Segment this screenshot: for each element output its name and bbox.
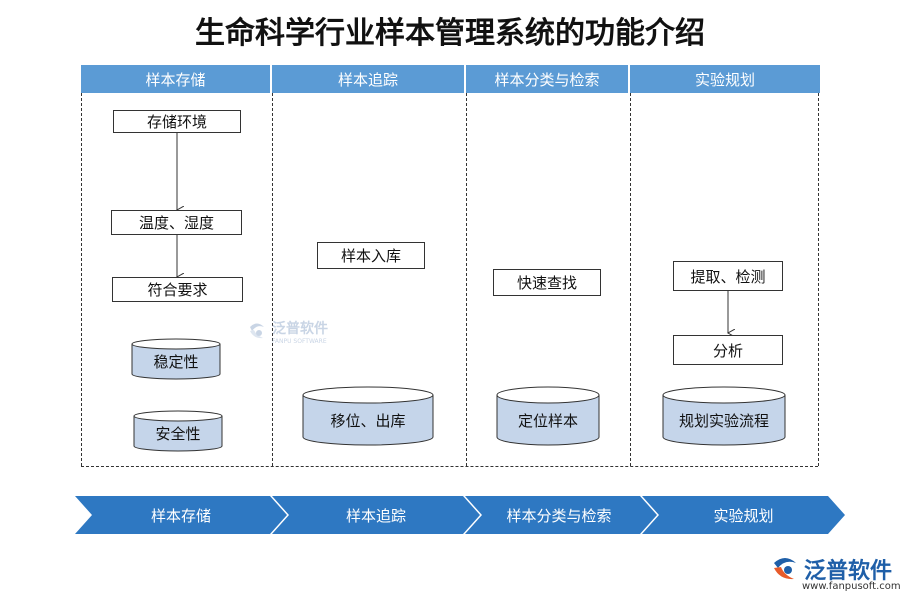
cylinder-stability: 稳定性 (131, 338, 221, 380)
watermark-text: 泛普软件 (272, 321, 328, 337)
cylinder-locate-sample-label: 定位样本 (517, 412, 578, 430)
divider-right (818, 93, 819, 466)
cylinder-move-out-label: 移位、出库 (330, 412, 406, 430)
fanpu-logo-icon (250, 323, 264, 338)
column-header-classify: 样本分类与检索 (466, 65, 630, 93)
brand-name: 泛普软件 (804, 559, 893, 584)
page-title: 生命科学行业样本管理系统的功能介绍 (195, 16, 705, 51)
fanpu-brand-icon (774, 558, 796, 580)
cylinder-safety-label: 安全性 (155, 425, 201, 443)
cylinder-plan-experiment: 规划实验流程 (662, 386, 786, 446)
cylinder-safety: 安全性 (133, 410, 223, 452)
divider-bottom (81, 466, 818, 467)
column-header-tracking: 样本追踪 (272, 65, 466, 93)
band-step-2 (272, 496, 480, 534)
cylinder-plan-experiment-label: 规划实验流程 (678, 412, 769, 430)
watermark-sub: FANPU SOFTWARE (272, 338, 327, 345)
box-sample-in: 样本入库 (317, 242, 425, 269)
divider-left (81, 93, 82, 466)
band-step-3 (465, 496, 657, 534)
box-temp-humidity: 温度、湿度 (111, 210, 242, 235)
cylinder-locate-sample: 定位样本 (496, 386, 600, 446)
divider-1 (272, 93, 273, 466)
box-storage-env: 存储环境 (113, 110, 241, 133)
box-extract-detect: 提取、检测 (673, 261, 783, 291)
box-meet-requirement: 符合要求 (112, 277, 243, 302)
band-label-4: 实验规划 (713, 506, 774, 525)
brand-logo: 泛普软件 www.fanpusoft.com (770, 553, 900, 592)
box-analysis: 分析 (673, 335, 783, 365)
column-header-planning: 实验规划 (630, 65, 820, 93)
column-header-storage: 样本存储 (81, 65, 272, 93)
cylinder-move-out: 移位、出库 (302, 386, 434, 446)
band-label-1: 样本存储 (150, 506, 211, 525)
band-label-3: 样本分类与检索 (506, 506, 612, 525)
band-step-1 (75, 496, 287, 534)
divider-3 (630, 93, 631, 466)
watermark: 泛普软件 FANPU SOFTWARE (246, 318, 328, 345)
divider-2 (466, 93, 467, 466)
cylinder-stability-label: 稳定性 (153, 353, 199, 371)
box-quick-search: 快速查找 (493, 269, 601, 296)
band-label-2: 样本追踪 (345, 506, 406, 525)
brand-url: www.fanpusoft.com (802, 581, 900, 592)
band-step-4 (642, 496, 845, 534)
